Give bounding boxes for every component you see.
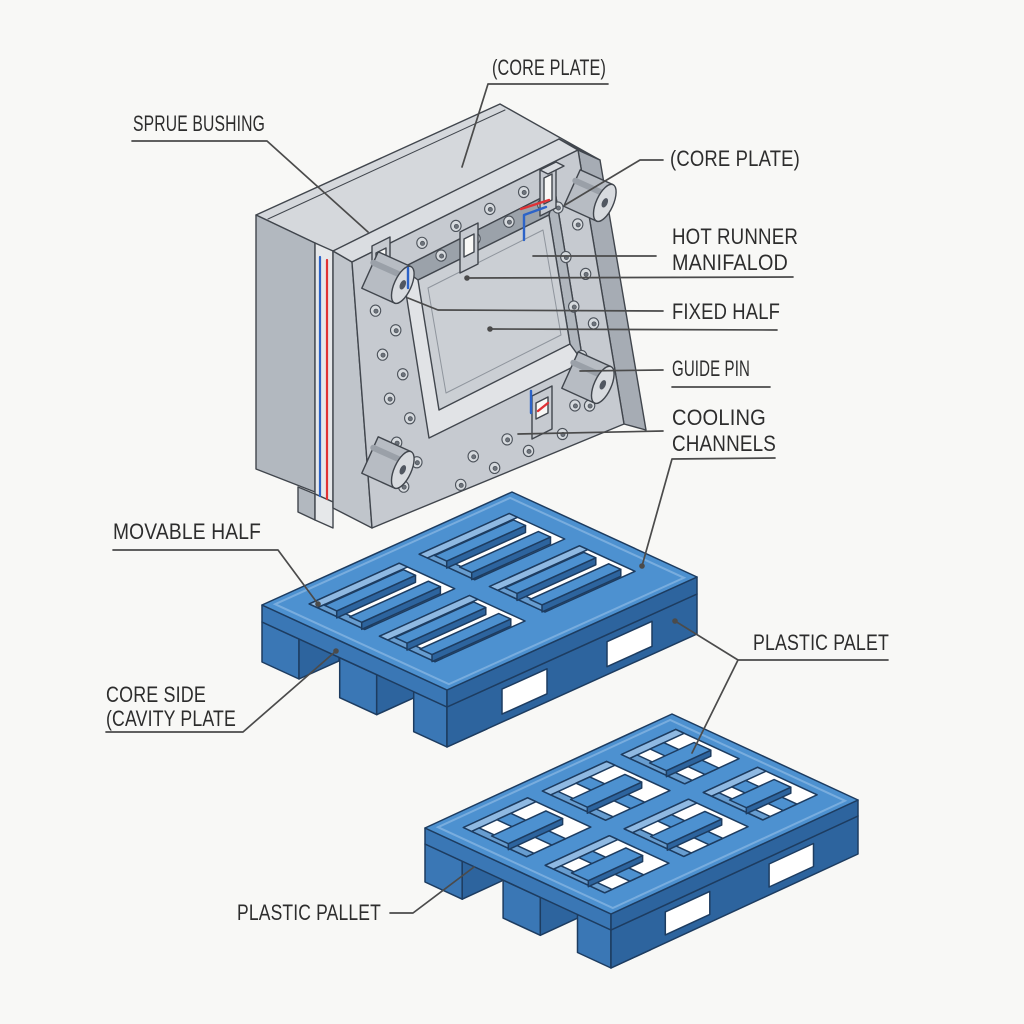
label-core-side-line1: CORE SIDE	[106, 682, 206, 707]
leader-dot	[672, 618, 678, 624]
callout-labels: SPRUE BUSHING (CORE PLATE) (CORE PLATE) …	[106, 55, 889, 925]
label-cooling-line2: CHANNELS	[672, 431, 776, 456]
plastic-pallet-upper	[261, 491, 698, 748]
leader-lines	[105, 83, 889, 914]
injection-mold	[255, 103, 647, 529]
label-cooling-line1: COOLING	[672, 405, 766, 430]
label-core-plate-right: (CORE PLATE)	[670, 146, 800, 171]
leader-dot	[315, 601, 321, 607]
leader-dot	[464, 275, 470, 281]
leader-dot	[333, 648, 339, 654]
label-sprue-bushing: SPRUE BUSHING	[133, 111, 265, 136]
label-core-side-line2: (CAVITY PLATE	[106, 706, 236, 731]
label-plastic-palet: PLASTIC PALET	[753, 630, 889, 655]
label-plastic-pallet: PLASTIC PALLET	[237, 900, 381, 925]
label-hot-runner-line2: MANIFALOD	[672, 250, 788, 275]
label-movable-half: MOVABLE HALF	[113, 519, 261, 544]
label-core-plate-top: (CORE PLATE)	[492, 55, 606, 80]
label-guide-pin: GUIDE PIN	[672, 356, 750, 381]
label-hot-runner-line1: HOT RUNNER	[672, 224, 798, 249]
label-fixed-half: FIXED HALF	[672, 299, 780, 324]
leader-dot	[639, 563, 645, 569]
plastic-pallet-lower	[424, 713, 859, 969]
leader-dot	[487, 326, 493, 332]
